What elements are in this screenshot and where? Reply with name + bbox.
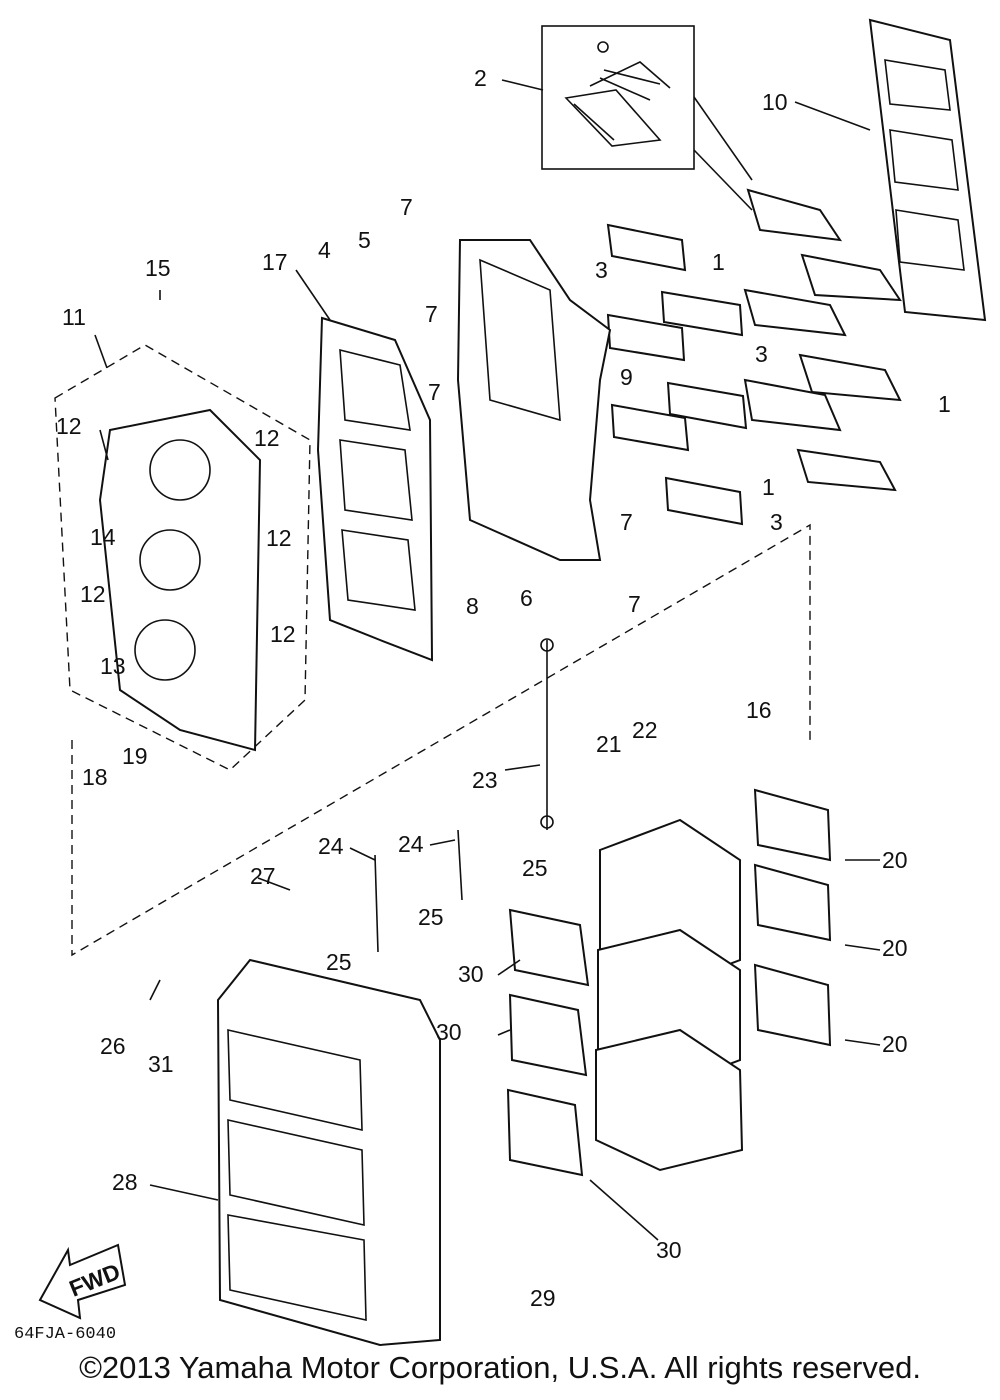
leader-lines <box>94 79 881 1241</box>
part-label-25c: 25 <box>326 949 352 975</box>
part-label-11: 11 <box>62 304 86 330</box>
hoses-24 <box>374 829 463 953</box>
reed-valves <box>743 188 902 492</box>
part-label-28: 28 <box>112 1169 138 1195</box>
small-gaskets <box>606 223 748 526</box>
carb-plate-11 <box>54 344 311 771</box>
part-label-20c: 20 <box>882 1031 908 1057</box>
part-label-30a: 30 <box>458 961 484 987</box>
carburetor-assembly <box>595 818 744 1172</box>
part-label-23: 23 <box>472 767 498 793</box>
part-label-7e: 7 <box>628 591 641 617</box>
intake-manifold-6 <box>456 239 612 561</box>
part-label-8: 8 <box>466 593 479 619</box>
part-label-3b: 3 <box>755 341 768 367</box>
part-label-15: 15 <box>145 255 171 281</box>
part-label-12c: 12 <box>266 525 292 551</box>
part-label-25a: 25 <box>522 855 548 881</box>
part-labels: 2 10 7 5 4 17 15 1 3 11 7 3 9 7 1 12 12 … <box>56 65 951 1311</box>
gasket-10 <box>868 18 987 322</box>
part-label-1b: 1 <box>938 391 951 417</box>
part-label-27: 27 <box>250 863 276 889</box>
part-label-2: 2 <box>474 65 487 91</box>
copyright-notice: ©2013 Yamaha Motor Corporation, U.S.A. A… <box>79 1350 921 1385</box>
part-label-12d: 12 <box>80 581 106 607</box>
part-label-5: 5 <box>358 227 371 253</box>
part-label-1c: 1 <box>762 474 775 500</box>
silencer-cover-28 <box>216 958 441 1347</box>
gaskets-20 <box>753 788 832 1047</box>
part-label-29: 29 <box>530 1285 556 1311</box>
part-label-7d: 7 <box>620 509 633 535</box>
part-label-19: 19 <box>122 743 148 769</box>
part-label-22: 22 <box>632 717 658 743</box>
part-label-24b: 24 <box>318 833 344 859</box>
part-label-20a: 20 <box>882 847 908 873</box>
part-label-13: 13 <box>100 653 126 679</box>
part-label-3a: 3 <box>595 257 608 283</box>
part-label-1a: 1 <box>712 249 725 275</box>
part-label-6: 6 <box>520 585 533 611</box>
part-label-12e: 12 <box>270 621 296 647</box>
fwd-arrow: FWD <box>38 1243 127 1320</box>
part-label-16: 16 <box>746 697 772 723</box>
link-rod-23 <box>540 638 554 830</box>
part-label-30b: 30 <box>436 1019 462 1045</box>
part-label-26: 26 <box>100 1033 126 1059</box>
part-label-20b: 20 <box>882 935 908 961</box>
part-label-12a: 12 <box>56 413 82 439</box>
part-label-25b: 25 <box>418 904 444 930</box>
part-label-24a: 24 <box>398 831 424 857</box>
part-label-31: 31 <box>148 1051 174 1077</box>
part-label-17: 17 <box>262 249 288 275</box>
part-label-14: 14 <box>90 524 116 550</box>
part-label-7c: 7 <box>428 379 441 405</box>
part-label-30c: 30 <box>656 1237 682 1263</box>
figure-code: 64FJA-6040 <box>14 1325 117 1344</box>
part-label-18: 18 <box>82 764 108 790</box>
part-label-3c: 3 <box>770 509 783 535</box>
part-label-7b: 7 <box>425 301 438 327</box>
part-label-21: 21 <box>596 731 622 757</box>
part-label-10: 10 <box>762 89 788 115</box>
part-label-4: 4 <box>318 237 331 263</box>
gasket-17 <box>316 316 434 662</box>
part-label-9: 9 <box>620 364 633 390</box>
part-label-12b: 12 <box>254 425 280 451</box>
part-label-7: 7 <box>400 194 413 220</box>
gaskets-30 <box>506 908 590 1177</box>
reed-valve-detail <box>564 41 671 147</box>
